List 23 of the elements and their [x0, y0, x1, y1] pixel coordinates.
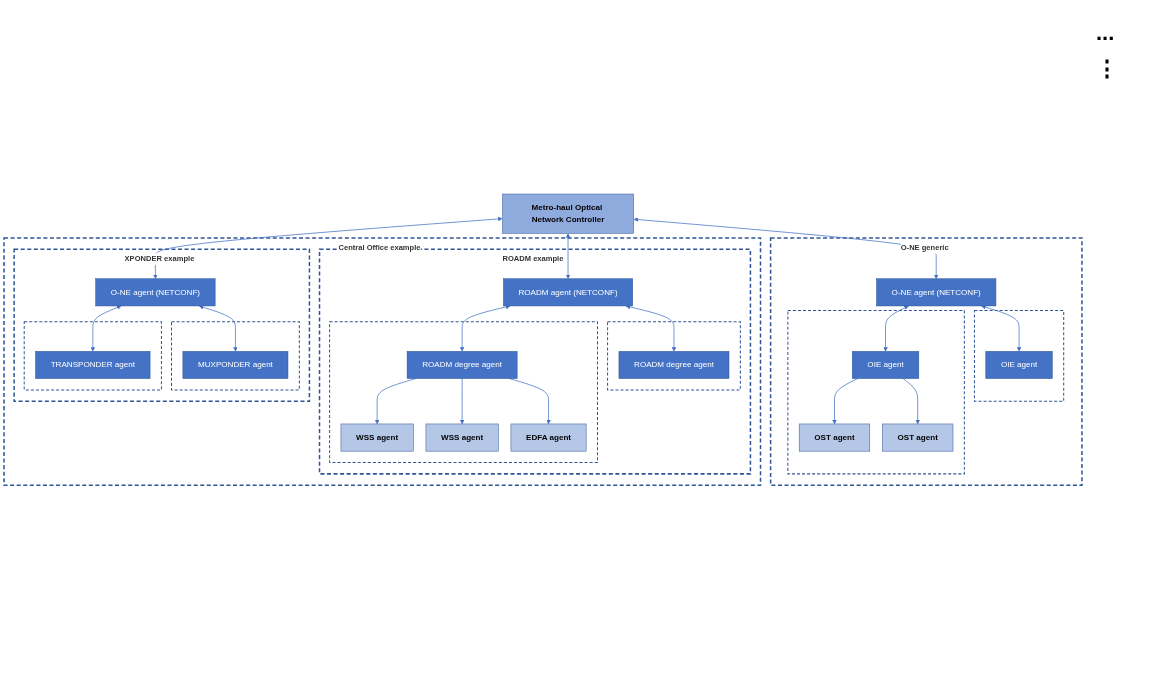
cluster	[607, 321, 741, 391]
node-box: OST agent	[882, 423, 954, 452]
node-box: TRANSPONDER agent	[35, 350, 151, 379]
node-box: ROADM degree agent	[618, 350, 730, 379]
node-box: O-NE agent (NETCONF)	[876, 278, 997, 307]
ellipsis-label: ⋮	[1096, 56, 1119, 82]
node-box: ROADM degree agent	[406, 350, 518, 379]
cluster	[23, 321, 162, 391]
node-box: WSS agent	[425, 423, 499, 452]
cluster	[787, 309, 965, 475]
node-box: MUXPONDER agent	[182, 350, 289, 379]
node-box: Metro-haul Optical Network Controller	[502, 193, 634, 234]
node-box: ROADM agent (NETCONF)	[503, 278, 633, 307]
node-box: EDFA agent	[510, 423, 587, 452]
ellipsis-label: ...	[1096, 20, 1116, 46]
node-box: O-NE agent (NETCONF)	[95, 278, 216, 307]
node-box: OIE agent	[985, 350, 1053, 379]
node-box: WSS agent	[340, 423, 414, 452]
node-box: OST agent	[798, 423, 871, 452]
node-box: OIE agent	[852, 350, 920, 379]
cluster	[171, 321, 300, 391]
cluster	[973, 309, 1065, 402]
cluster	[329, 321, 598, 463]
